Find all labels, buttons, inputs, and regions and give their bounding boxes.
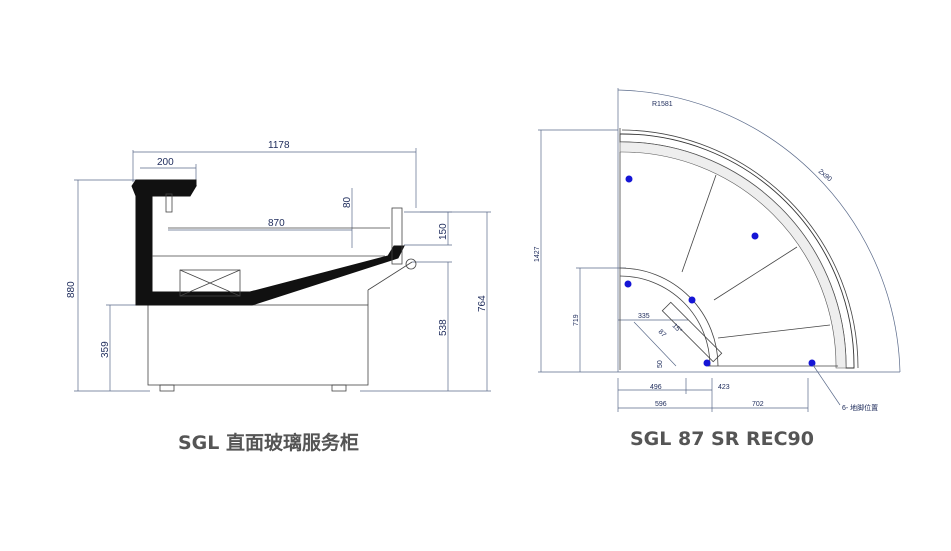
dim-880: 880 xyxy=(66,281,77,298)
right-caption: SGL 87 SR REC90 xyxy=(630,428,814,450)
foot-dot xyxy=(688,296,696,304)
dim-719: 719 xyxy=(573,314,580,326)
dim-200: 200 xyxy=(157,157,174,168)
foot-dot xyxy=(624,280,632,288)
dim-r1581: R1581 xyxy=(652,101,673,108)
dim-50: 50 xyxy=(657,360,664,368)
dim-87: 87 xyxy=(657,328,668,339)
dim-335: 335 xyxy=(638,313,650,320)
foot-dot xyxy=(703,359,711,367)
dim-423: 423 xyxy=(718,384,730,391)
dim-596: 596 xyxy=(655,401,667,408)
foot-dot xyxy=(751,232,759,240)
right-drawing: R1581 2x90 1427 719 335 87 15° 50 496 42… xyxy=(534,88,901,412)
feet-note: 6- 地脚位置 xyxy=(842,403,878,412)
foot-dot xyxy=(808,359,816,367)
dim-1427: 1427 xyxy=(534,246,541,262)
dim-150: 150 xyxy=(438,223,449,240)
dim-359: 359 xyxy=(100,341,111,358)
dim-764: 764 xyxy=(477,295,488,312)
dim-496: 496 xyxy=(650,384,662,391)
dim-538: 538 xyxy=(438,319,449,336)
dim-15deg: 15° xyxy=(671,322,684,335)
dim-870: 870 xyxy=(268,218,285,229)
foot-dot xyxy=(625,175,633,183)
left-drawing: 1178 200 870 80 150 880 359 538 764 xyxy=(66,140,491,392)
dim-702: 702 xyxy=(752,401,764,408)
dim-2x90: 2x90 xyxy=(817,168,833,183)
left-caption: SGL 直面玻璃服务柜 xyxy=(178,432,360,454)
dim-80: 80 xyxy=(342,196,353,208)
dim-1178: 1178 xyxy=(268,140,290,151)
